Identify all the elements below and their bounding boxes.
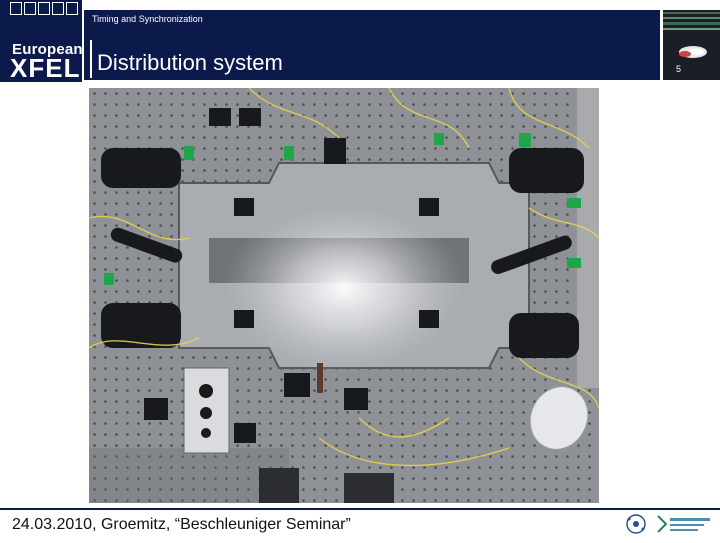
corner-photo [663, 10, 720, 80]
slide-subtitle: Timing and Synchronization [92, 14, 203, 24]
distribution-system-photo [88, 87, 600, 503]
footer-divider [0, 508, 720, 510]
desy-logo [626, 514, 646, 534]
footer-text: 24.03.2010, Groemitz, “Beschleuniger Sem… [12, 516, 351, 533]
logo-text-top: European [12, 41, 83, 58]
title-divider [90, 40, 92, 78]
helmholtz-logo [657, 515, 710, 533]
european-xfel-logo: European XFEL [0, 0, 83, 83]
header-bar: European XFEL Timing and Synchronization… [0, 0, 720, 83]
title-band: Timing and Synchronization Distribution … [84, 10, 660, 80]
page-number: 5 [676, 64, 682, 74]
logo-grid-decoration [10, 2, 82, 16]
footer-logos [620, 510, 718, 538]
slide-title: Distribution system [97, 50, 283, 75]
logo-text-bottom: XFEL [10, 53, 81, 83]
